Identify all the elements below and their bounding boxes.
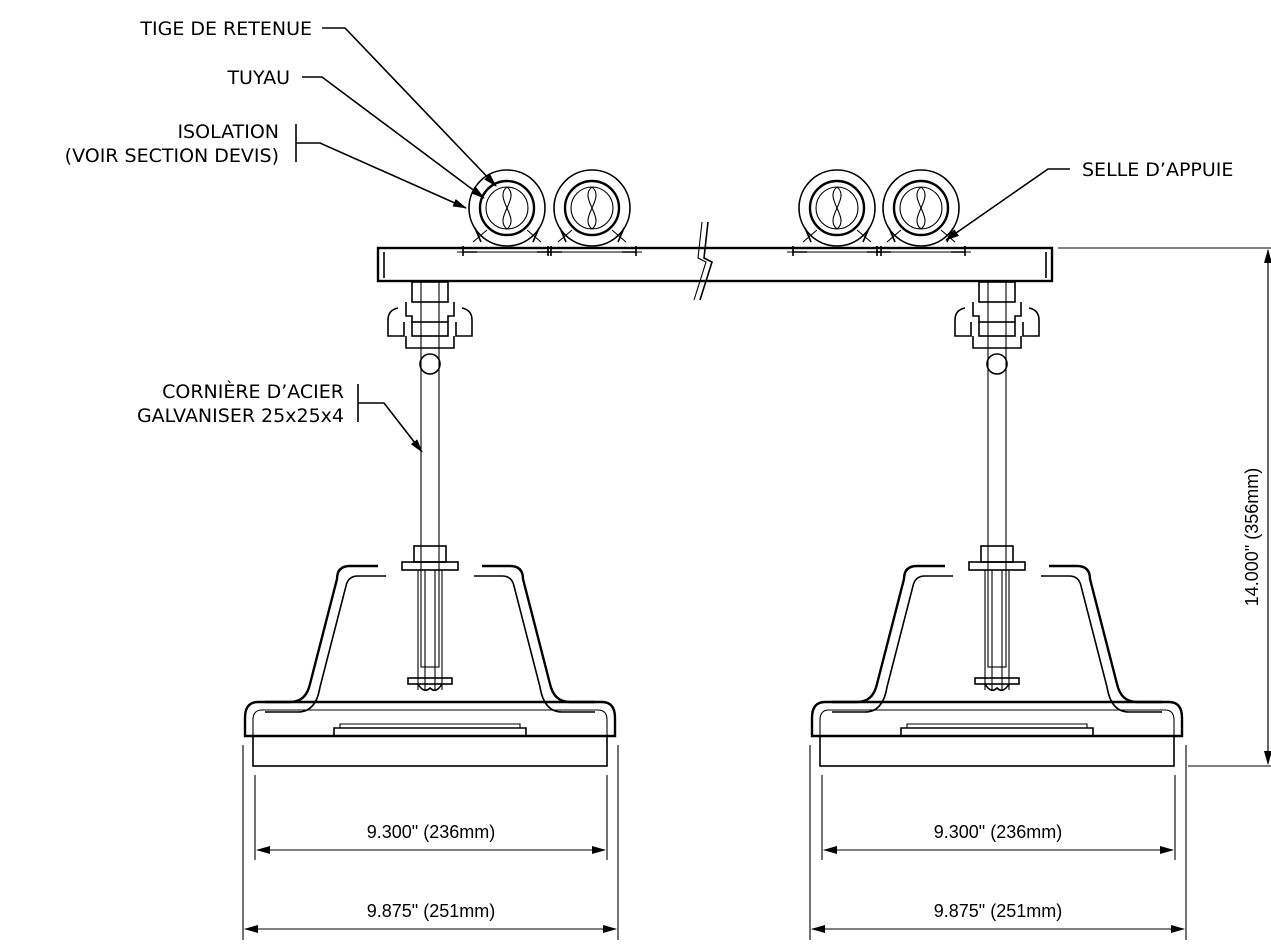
label-saddle: SELLE D’APPUIE (1082, 159, 1233, 181)
dimension-lines (242, 247, 1271, 940)
label-insulation-1: ISOLATION (177, 121, 279, 143)
pipe-left-1 (455, 168, 559, 258)
pipe-left-2 (540, 168, 644, 258)
dimension-left-inner: 9.300" (236mm) (367, 822, 495, 842)
label-angle-2: GALVANISER 25x25x4 (137, 405, 344, 427)
label-insulation-2: (VOIR SECTION DEVIS) (65, 145, 279, 167)
dimension-right-outer: 9.875" (251mm) (934, 901, 1062, 921)
cross-bar (376, 221, 1054, 301)
right-stand (810, 280, 1184, 768)
pipe-right-1 (785, 168, 889, 258)
label-pipe: TUYAU (226, 67, 290, 89)
pipe-right-2 (869, 168, 973, 258)
dimension-height: 14.000" (356mm) (1242, 468, 1262, 606)
label-retaining-rod: TIGE DE RETENUE (139, 18, 312, 40)
dimension-left-outer: 9.875" (251mm) (367, 901, 495, 921)
leader-lines (295, 27, 1070, 453)
left-stand (243, 280, 617, 768)
dimension-right-inner: 9.300" (236mm) (934, 822, 1062, 842)
label-angle-1: CORNIÈRE D’ACIER (162, 380, 344, 403)
